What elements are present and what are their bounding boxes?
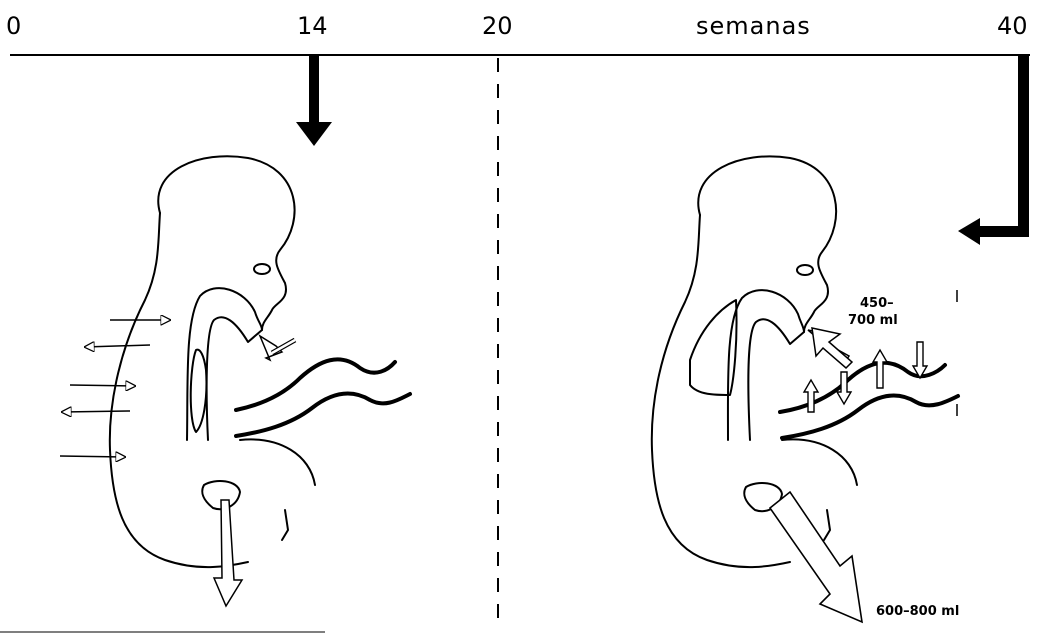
early-fetus-eye	[254, 264, 270, 274]
tick-label-0: 0	[6, 14, 21, 38]
swallow-volume-line1: 450–	[860, 296, 894, 312]
swallow-volume-line2: 700 ml	[848, 313, 898, 329]
late-fetus-hand	[824, 510, 830, 540]
early-fetus-hand	[282, 510, 288, 540]
late-fetus-airway	[728, 290, 804, 440]
skin-arrow-out-1	[85, 345, 150, 347]
skin-arrow-out-2	[62, 411, 130, 412]
late-fetus-eye	[797, 265, 813, 275]
early-fetus-limb	[240, 439, 315, 485]
tick-label-20: 20	[482, 14, 513, 38]
late-cord-exchange-arrows	[804, 342, 927, 412]
late-swallow-arrow	[808, 328, 852, 368]
timeline-unit-label: semanas	[696, 14, 811, 38]
late-fetus-outline	[698, 156, 836, 332]
early-fetus-lung	[191, 350, 207, 432]
cord-arrow-down-2	[913, 342, 927, 378]
late-fetus-limb	[782, 439, 857, 485]
skin-arrow-in-2	[70, 385, 135, 386]
skin-arrow-in-3	[60, 456, 125, 457]
early-fetus	[110, 156, 410, 567]
late-urine-arrow	[770, 492, 862, 622]
early-urine-arrow	[214, 500, 242, 606]
late-fetus-back	[652, 215, 790, 567]
tick-label-40: 40	[997, 14, 1028, 38]
early-fetus-airway	[187, 288, 262, 440]
early-swallow-arrow	[260, 336, 295, 360]
early-fetus-cord-lower	[236, 394, 410, 436]
urine-volume-label: 600–800 ml	[876, 604, 959, 620]
tick-label-14: 14	[297, 14, 328, 38]
late-fetus	[652, 156, 958, 567]
early-fetus-outline	[158, 156, 294, 330]
week-40-corner-arrow	[958, 55, 1029, 245]
cord-arrow-up-2	[873, 350, 887, 388]
week-14-down-arrow	[296, 55, 332, 146]
